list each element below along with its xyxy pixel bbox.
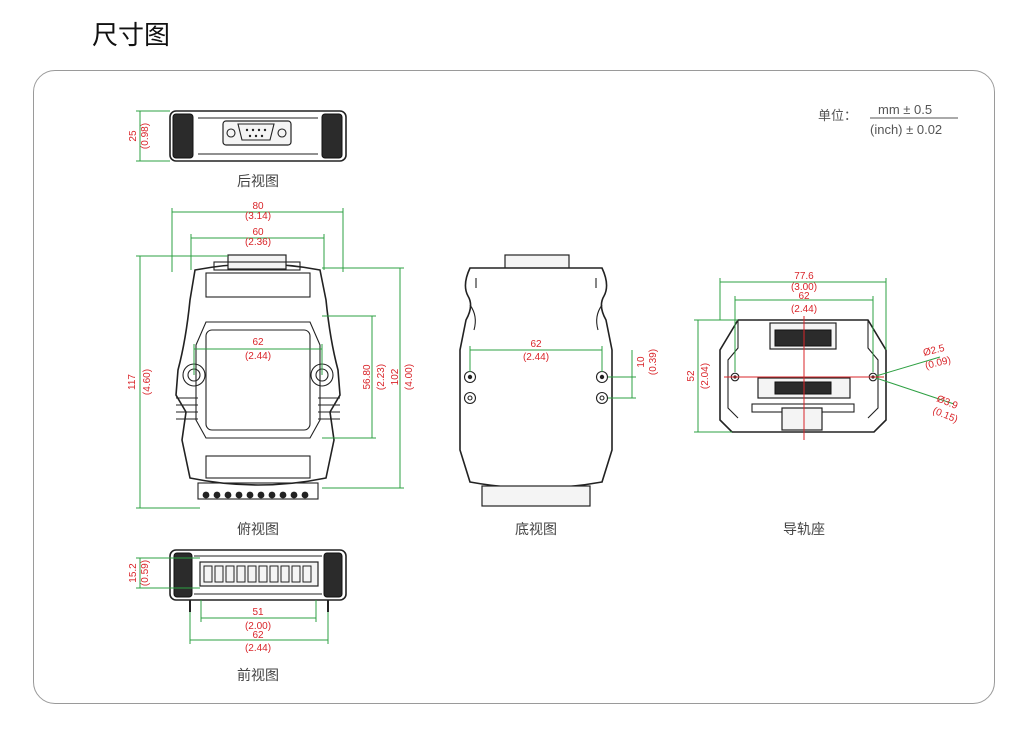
drawing-frame bbox=[33, 70, 995, 704]
top-height-117-inch: (4.60) bbox=[142, 369, 153, 395]
rail-height-dim: 52 bbox=[686, 370, 697, 382]
rail-height-inch: (2.04) bbox=[700, 363, 711, 389]
rail-mount-caption: 导轨座 bbox=[783, 522, 825, 538]
front-height-inch: (0.59) bbox=[140, 560, 151, 586]
rail-width-62-inch: (2.44) bbox=[791, 304, 817, 315]
rear-view: 25 (0.98) 后视图 bbox=[128, 110, 347, 190]
top-hole-spacing-dim: 62 bbox=[252, 337, 264, 348]
top-height-102-inch: (4.00) bbox=[404, 364, 415, 390]
rail-width-62-dim: 62 bbox=[798, 291, 810, 302]
bottom-hole-vertical-inch: (0.39) bbox=[648, 349, 659, 375]
rail-width-776-dim: 77.6 bbox=[794, 271, 814, 282]
rail-mount-view: 77.6 (3.00) 62 (2.44) 52 (2.04) Ø2.5 (0.… bbox=[686, 271, 960, 538]
units-label: 单位： bbox=[818, 108, 857, 123]
top-width-80-dim: 80 bbox=[252, 201, 264, 212]
top-view: 80 (3.14) 60 (2.36) 62 (2.44) 117 (4.60)… bbox=[127, 201, 415, 538]
units-note: 单位： mm ± 0.5 (inch) ± 0.02 bbox=[818, 102, 958, 137]
bottom-hole-vertical-dim: 10 bbox=[636, 356, 647, 368]
rear-height-dim: 25 bbox=[128, 130, 139, 142]
units-mm: mm ± 0.5 bbox=[878, 102, 932, 117]
top-height-102-dim: 102 bbox=[390, 368, 401, 385]
rail-width-776-inch: (3.00) bbox=[791, 282, 817, 293]
front-height-dim: 15.2 bbox=[128, 563, 139, 583]
rear-height-dim-inch: (0.98) bbox=[140, 123, 151, 149]
front-width-51-dim: 51 bbox=[252, 607, 264, 618]
front-view: 15.2 (0.59) 51 (2.00) 62 (2.44) 前视图 bbox=[128, 549, 347, 684]
bottom-view: 62 (2.44) 10 (0.39) 底视图 bbox=[459, 254, 659, 538]
page-title: 尺寸图 bbox=[92, 21, 171, 51]
rail-hole-d25: Ø2.5 bbox=[922, 343, 946, 359]
bottom-view-caption: 底视图 bbox=[515, 522, 557, 538]
bottom-hole-spacing-inch: (2.44) bbox=[523, 352, 549, 363]
units-inch: (inch) ± 0.02 bbox=[870, 122, 942, 137]
front-width-62-inch: (2.44) bbox=[245, 643, 271, 654]
top-hole-spacing-inch: (2.44) bbox=[245, 351, 271, 362]
rear-view-caption: 后视图 bbox=[237, 174, 279, 190]
top-view-caption: 俯视图 bbox=[237, 522, 279, 538]
top-width-80-inch: (3.14) bbox=[245, 211, 271, 222]
front-width-62-dim: 62 bbox=[252, 630, 264, 641]
top-height-56-inch: (2.23) bbox=[376, 364, 387, 390]
top-width-60-dim: 60 bbox=[252, 227, 264, 238]
front-view-caption: 前视图 bbox=[237, 667, 279, 684]
bottom-hole-spacing-dim: 62 bbox=[530, 339, 542, 350]
top-width-60-inch: (2.36) bbox=[245, 237, 271, 248]
top-height-56-dim: 56.80 bbox=[362, 364, 373, 389]
top-height-117-dim: 117 bbox=[127, 374, 138, 390]
front-width-51-inch: (2.00) bbox=[245, 621, 271, 632]
